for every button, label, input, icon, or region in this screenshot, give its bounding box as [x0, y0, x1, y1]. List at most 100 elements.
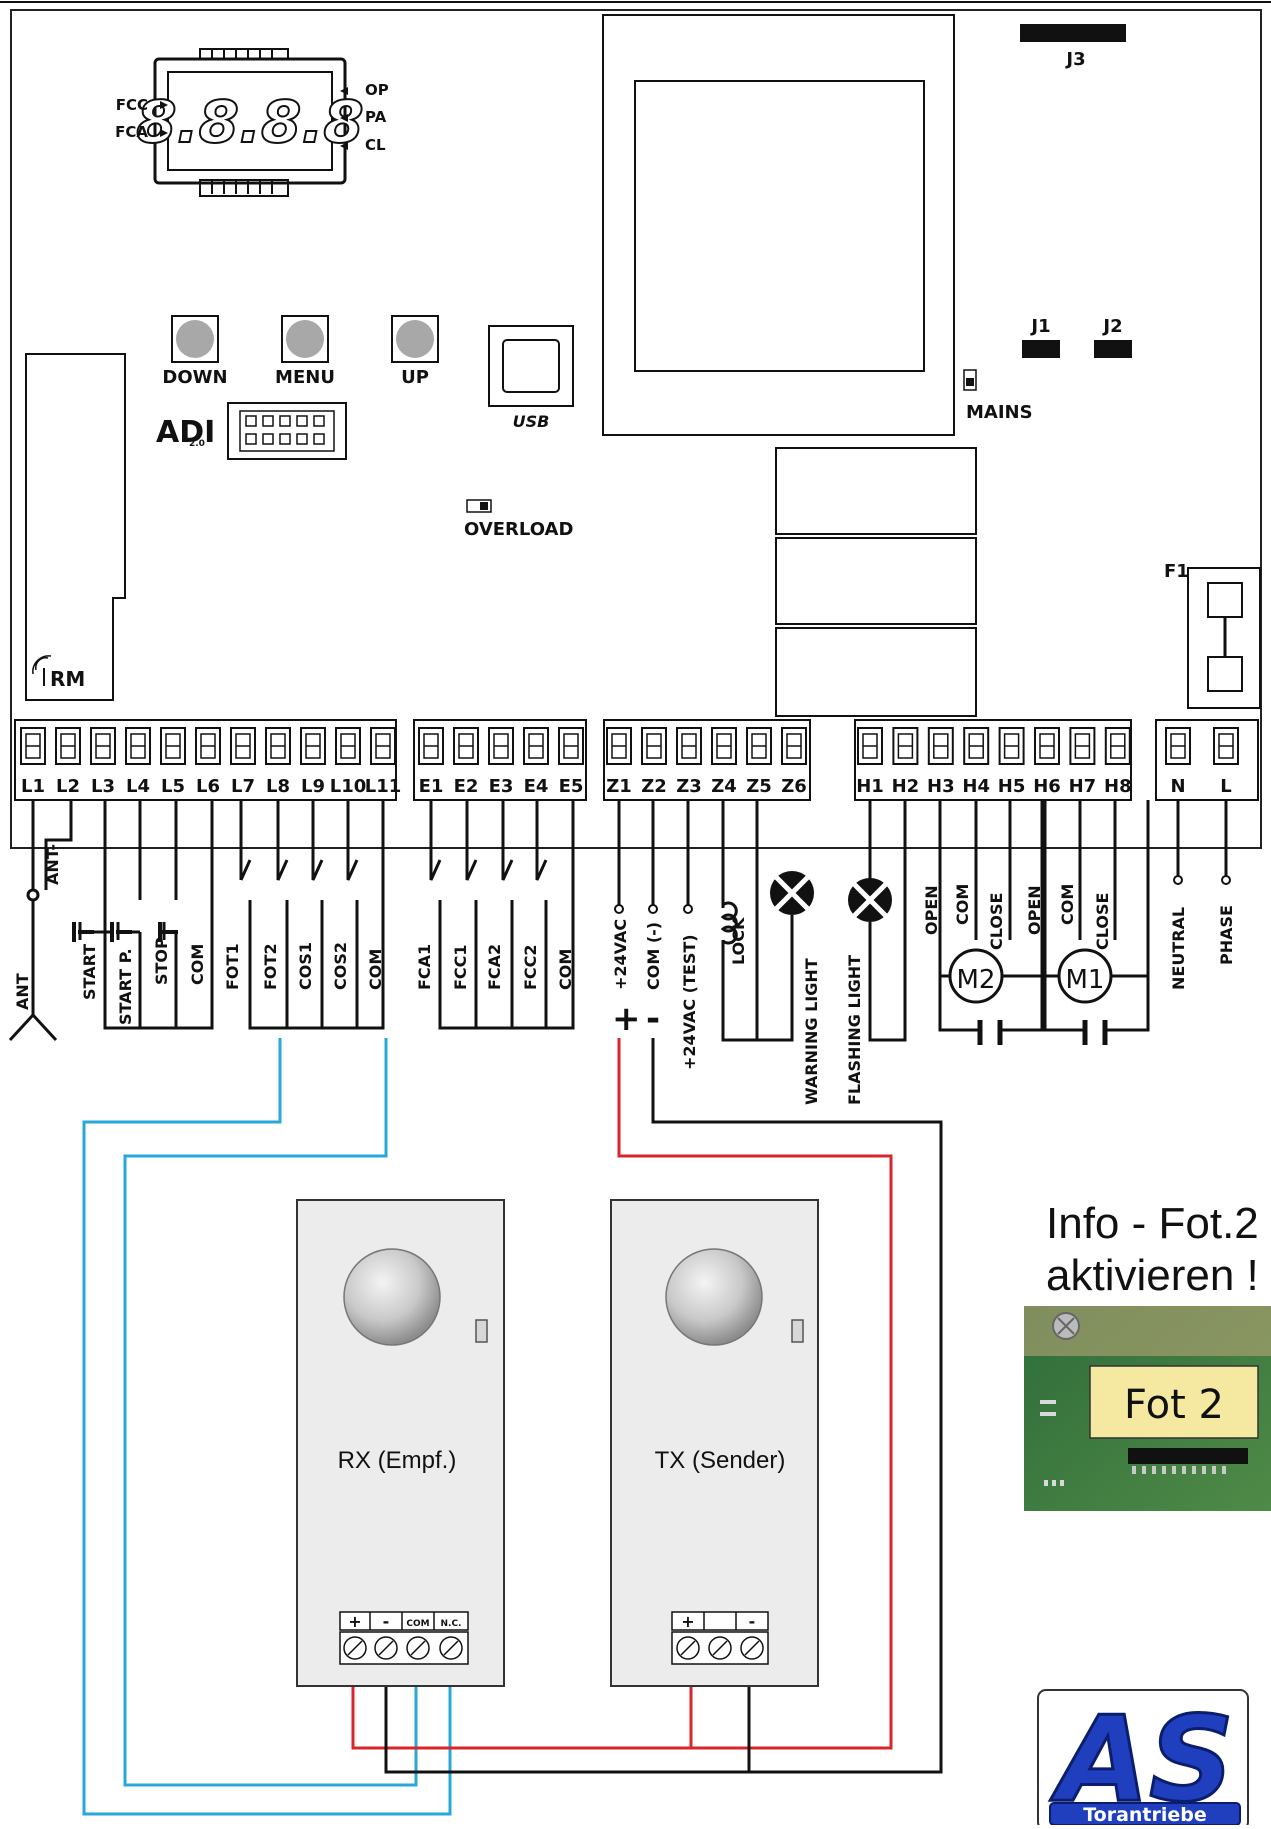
down-button-label: DOWN: [162, 367, 227, 388]
rm-receiver-slot: RM: [25, 353, 126, 701]
terminal-h2: H2: [892, 727, 919, 797]
adi-logo-text: ADI: [156, 415, 215, 450]
minus-symbol: -: [646, 999, 660, 1039]
start-label: START: [80, 944, 99, 1000]
terminal-label-h7: H7: [1069, 776, 1097, 797]
fcc-indicator-label: FCC: [116, 96, 148, 114]
jumper-j3: J3: [1020, 24, 1126, 70]
terminal-label-e1: E1: [419, 776, 444, 797]
v24vac-label: +24VAC: [611, 919, 630, 990]
plus-symbol: +: [612, 999, 641, 1039]
pushbutton-stop: [158, 922, 178, 942]
terminal-h6: H6: [1033, 727, 1061, 797]
terminal-label-l: L: [1220, 776, 1231, 797]
terminal-l5: L5: [160, 727, 186, 797]
terminal-h4: H4: [962, 727, 990, 797]
terminal-e3: E3: [488, 727, 514, 797]
j2-label: J2: [1101, 316, 1122, 337]
ant-minus-label: ANT-: [43, 844, 62, 885]
fot2-label: FOT2: [261, 943, 280, 990]
start-p-label: START P.: [116, 948, 135, 1025]
terminal-l2: L2: [55, 727, 81, 797]
terminal-z5: Z5: [746, 727, 772, 797]
com-c-label: COM: [556, 949, 575, 990]
terminal-h7: H7: [1069, 727, 1097, 797]
terminal-label-l6: L6: [196, 776, 220, 797]
terminal-label-z1: Z1: [606, 776, 632, 797]
terminal-l: L: [1213, 727, 1239, 797]
fcc2-label: FCC2: [521, 944, 540, 990]
terminal-label-h6: H6: [1033, 776, 1061, 797]
transformer: [602, 14, 955, 436]
adi-logo-sub: 2.0: [189, 439, 205, 449]
terminal-z6: Z6: [781, 727, 807, 797]
terminal-l4: L4: [125, 727, 151, 797]
fca1-label: FCA1: [415, 944, 434, 990]
terminal-e2: E2: [453, 727, 479, 797]
rx-terminal-plus: +: [348, 1612, 361, 1631]
terminal-label-e4: E4: [524, 776, 549, 797]
up-button[interactable]: UP: [391, 315, 439, 388]
terminal-e1: E1: [418, 727, 444, 797]
rm-label: RM: [50, 667, 85, 691]
adi-connector: [227, 402, 347, 460]
jumper-j1: J1: [1022, 316, 1060, 358]
terminal-h8: H8: [1104, 727, 1132, 797]
terminal-label-h8: H8: [1104, 776, 1132, 797]
down-button[interactable]: DOWN: [162, 315, 228, 388]
terminal-l1: L1: [20, 727, 46, 797]
neutral-label: NEUTRAL: [1169, 907, 1188, 990]
terminal-label-z5: Z5: [746, 776, 772, 797]
lock-coil: [720, 901, 738, 945]
v24vac-test-label: +24VAC (TEST): [680, 934, 699, 1070]
terminal-label-l11: L11: [365, 776, 402, 797]
display-digits: 8.8.8.8: [136, 88, 364, 156]
flashing-light-lamp: [848, 878, 892, 922]
cos1-label: COS1: [296, 942, 315, 990]
j3-label: J3: [1064, 49, 1085, 70]
warning-light-label: WARNING LIGHT: [802, 958, 821, 1105]
terminal-z3: Z3: [676, 727, 702, 797]
terminal-wiring: [8, 800, 1228, 1042]
close-m2-label: CLOSE: [987, 893, 1006, 950]
terminal-label-l5: L5: [161, 776, 185, 797]
rx-terminal-minus: -: [383, 1612, 390, 1631]
terminal-label-l3: L3: [91, 776, 115, 797]
com-a-label: COM: [188, 944, 207, 985]
terminal-label-z3: Z3: [676, 776, 702, 797]
terminal-label-l1: L1: [21, 776, 45, 797]
fot1-label: FOT1: [223, 943, 242, 990]
terminal-z1: Z1: [606, 727, 632, 797]
op-indicator-label: OP: [365, 81, 389, 99]
pa-indicator-label: PA: [365, 108, 387, 126]
terminal-z4: Z4: [711, 727, 737, 797]
terminal-label-n: N: [1170, 776, 1185, 797]
fot2-jumper-photo: Fot 2: [1024, 1306, 1271, 1511]
fcc1-label: FCC1: [451, 944, 470, 990]
terminal-label-l2: L2: [56, 776, 80, 797]
terminal-l9: L9: [300, 727, 326, 797]
rx-terminal-nc: N.C.: [441, 1619, 462, 1629]
tx-terminal-minus: -: [749, 1612, 756, 1631]
usb-label: USB: [513, 412, 550, 431]
as-logo-sub: Torantriebe: [1083, 1804, 1207, 1825]
lcd-display: 8.8.8.8 FCC FCA OP PA CL: [115, 48, 389, 197]
terminal-label-e5: E5: [559, 776, 584, 797]
menu-button[interactable]: MENU: [275, 315, 335, 388]
terminal-e4: E4: [523, 727, 549, 797]
terminal-l3: L3: [90, 727, 116, 797]
open-m2-label: OPEN: [922, 885, 941, 935]
motor-m1: M1: [1045, 948, 1148, 1045]
m2-label: M2: [957, 965, 996, 995]
stop-label: STOP: [152, 937, 171, 985]
lock-label: LOCK: [729, 917, 748, 965]
terminal-label-l7: L7: [231, 776, 255, 797]
tx-transmitter: TX (Sender) + -: [610, 1199, 819, 1687]
tx-terminal-plus: +: [681, 1612, 694, 1631]
com-m2-label: COM: [953, 884, 972, 925]
